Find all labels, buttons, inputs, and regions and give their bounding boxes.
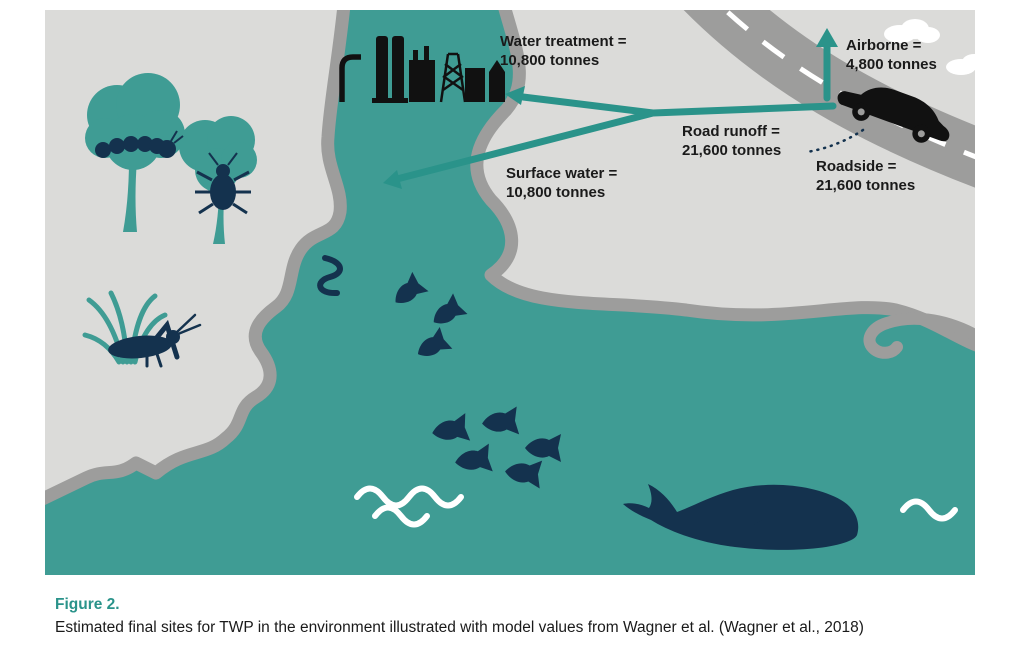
wave-icon	[354, 485, 958, 528]
cloud-icon	[946, 54, 975, 75]
water-treatment-plant-icon	[339, 36, 505, 103]
water-treatment-value: 10,800 tonnes	[500, 52, 600, 69]
road	[683, 10, 975, 188]
arrow-to-water-treatment	[519, 93, 657, 117]
particle-trail-dots	[805, 128, 865, 154]
cloud-icon	[884, 19, 940, 43]
water-treatment-label: Water treatment =	[500, 33, 627, 50]
caterpillar-icon	[95, 130, 184, 158]
airborne-label: Airborne =	[846, 37, 922, 54]
surface-water-value: 10,800 tonnes	[506, 184, 606, 201]
roadside-label: Roadside =	[816, 158, 897, 175]
flow-arrows	[383, 28, 838, 189]
roadside-value: 21,600 tonnes	[816, 177, 916, 194]
shoreline-curl	[863, 312, 975, 359]
arrowhead-airborne	[816, 28, 838, 47]
airborne-value: 4,800 tonnes	[846, 56, 937, 73]
whale-icon	[623, 484, 859, 550]
grasshopper-icon	[108, 313, 202, 368]
car-icon	[837, 87, 950, 143]
annotation-roadside: Roadside = 21,600 tonnes	[816, 157, 915, 195]
line-from-car	[649, 102, 837, 117]
arrow-to-surface-water	[393, 109, 657, 183]
beetle-icon	[195, 152, 251, 215]
environment-illustration	[45, 10, 975, 575]
worm-icon	[317, 255, 343, 297]
surface-water-label: Surface water =	[506, 165, 618, 182]
road-runoff-value: 21,600 tonnes	[682, 142, 782, 159]
arrowhead-water-treatment	[505, 86, 525, 105]
water-body	[45, 10, 975, 575]
road-runoff-label: Road runoff =	[682, 123, 780, 140]
figure-number: Figure 2.	[55, 596, 120, 613]
road-center-line	[721, 10, 975, 160]
annotation-road-runoff: Road runoff = 21,600 tonnes	[682, 122, 781, 160]
annotation-surface-water: Surface water = 10,800 tonnes	[506, 164, 617, 202]
annotation-airborne: Airborne = 4,800 tonnes	[846, 36, 937, 74]
arrowhead-surface-water	[383, 170, 402, 189]
figure-caption: Estimated final sites for TWP in the env…	[55, 619, 864, 636]
annotation-water-treatment: Water treatment = 10,800 tonnes	[500, 32, 627, 70]
